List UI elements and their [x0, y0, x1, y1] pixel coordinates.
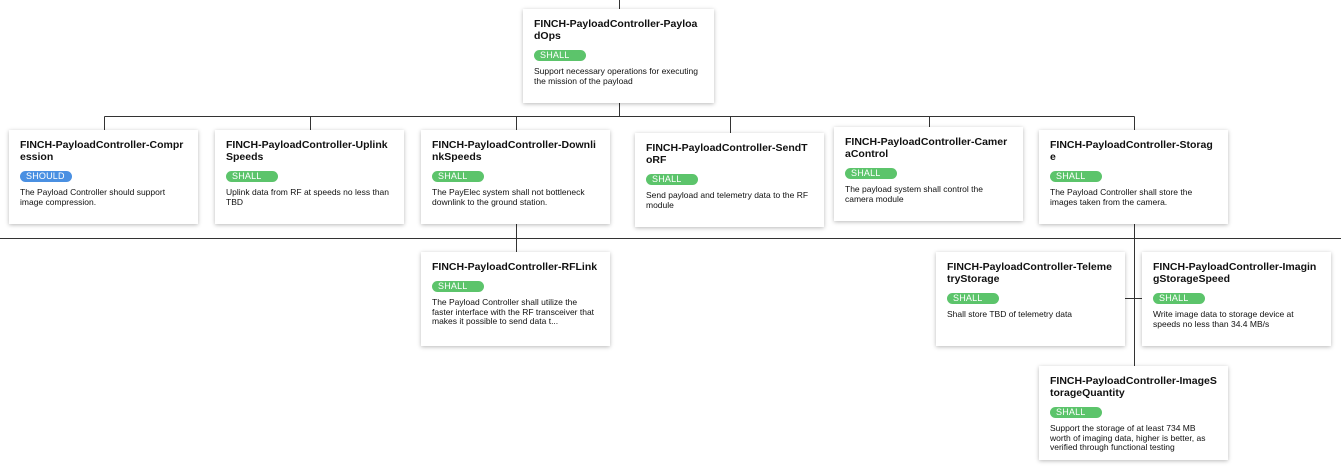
- node-rflink[interactable]: FINCH-PayloadController-RFLink SHALL The…: [421, 252, 610, 346]
- node-description: Support necessary operations for executi…: [534, 67, 698, 86]
- node-title: FINCH-PayloadController-SendToRF: [646, 142, 808, 166]
- node-description: Support the storage of at least 734 MB w…: [1050, 424, 1206, 453]
- node-compression[interactable]: FINCH-PayloadController-Compression SHOU…: [9, 130, 198, 224]
- requirement-level-badge: SHALL: [226, 171, 278, 182]
- node-title: FINCH-PayloadController-RFLink: [432, 261, 598, 273]
- node-description: The Payload Controller should support im…: [20, 188, 166, 207]
- requirement-level-badge: SHOULD: [20, 171, 72, 182]
- node-title: FINCH-PayloadController-Storage: [1050, 139, 1213, 163]
- node-payloadops[interactable]: FINCH-PayloadController-PayloadOps SHALL…: [523, 9, 714, 103]
- node-imagestoragequantity[interactable]: FINCH-PayloadController-ImageStorageQuan…: [1039, 366, 1228, 460]
- requirement-level-badge: SHALL: [1050, 407, 1102, 418]
- node-title: FINCH-PayloadController-CameraControl: [845, 136, 1008, 160]
- node-telemetrystorage[interactable]: FINCH-PayloadController-TelemetryStorage…: [936, 252, 1125, 346]
- requirement-level-badge: SHALL: [646, 174, 698, 185]
- requirement-level-badge: SHALL: [534, 50, 586, 61]
- node-title: FINCH-PayloadController-DownlinkSpeeds: [432, 139, 596, 163]
- node-description: The PayElec system shall not bottleneck …: [432, 188, 585, 207]
- node-cameracontrol[interactable]: FINCH-PayloadController-CameraControl SH…: [834, 127, 1023, 221]
- node-sendtorf[interactable]: FINCH-PayloadController-SendToRF SHALL S…: [635, 133, 824, 227]
- node-description: The Payload Controller shall utilize the…: [432, 298, 595, 327]
- node-description: Send payload and telemetry data to the R…: [646, 191, 809, 210]
- node-uplinkspeeds[interactable]: FINCH-PayloadController-UplinkSpeeds SHA…: [215, 130, 404, 224]
- node-downlinkspeeds[interactable]: FINCH-PayloadController-DownlinkSpeeds S…: [421, 130, 610, 224]
- node-description: Write image data to storage device at sp…: [1153, 310, 1294, 329]
- node-description: Uplink data from RF at speeds no less th…: [226, 188, 389, 207]
- node-title: FINCH-PayloadController-ImagingStorageSp…: [1153, 261, 1317, 285]
- node-title: FINCH-PayloadController-Compression: [20, 139, 184, 163]
- requirement-level-badge: SHALL: [432, 171, 484, 182]
- node-description: The Payload Controller shall store the i…: [1050, 188, 1193, 207]
- requirement-level-badge: SHALL: [1050, 171, 1102, 182]
- node-storage[interactable]: FINCH-PayloadController-Storage SHALL Th…: [1039, 130, 1228, 224]
- node-description: Shall store TBD of telemetry data: [947, 310, 1073, 319]
- requirement-level-badge: SHALL: [432, 281, 484, 292]
- requirement-level-badge: SHALL: [1153, 293, 1205, 304]
- node-imagingstoragespeed[interactable]: FINCH-PayloadController-ImagingStorageSp…: [1142, 252, 1331, 346]
- node-title: FINCH-PayloadController-TelemetryStorage: [947, 261, 1112, 285]
- node-title: FINCH-PayloadController-ImageStorageQuan…: [1050, 375, 1217, 399]
- node-title: FINCH-PayloadController-UplinkSpeeds: [226, 139, 388, 163]
- requirement-level-badge: SHALL: [947, 293, 999, 304]
- node-description: The payload system shall control the cam…: [845, 185, 983, 204]
- requirement-level-badge: SHALL: [845, 168, 897, 179]
- node-title: FINCH-PayloadController-PayloadOps: [534, 18, 698, 42]
